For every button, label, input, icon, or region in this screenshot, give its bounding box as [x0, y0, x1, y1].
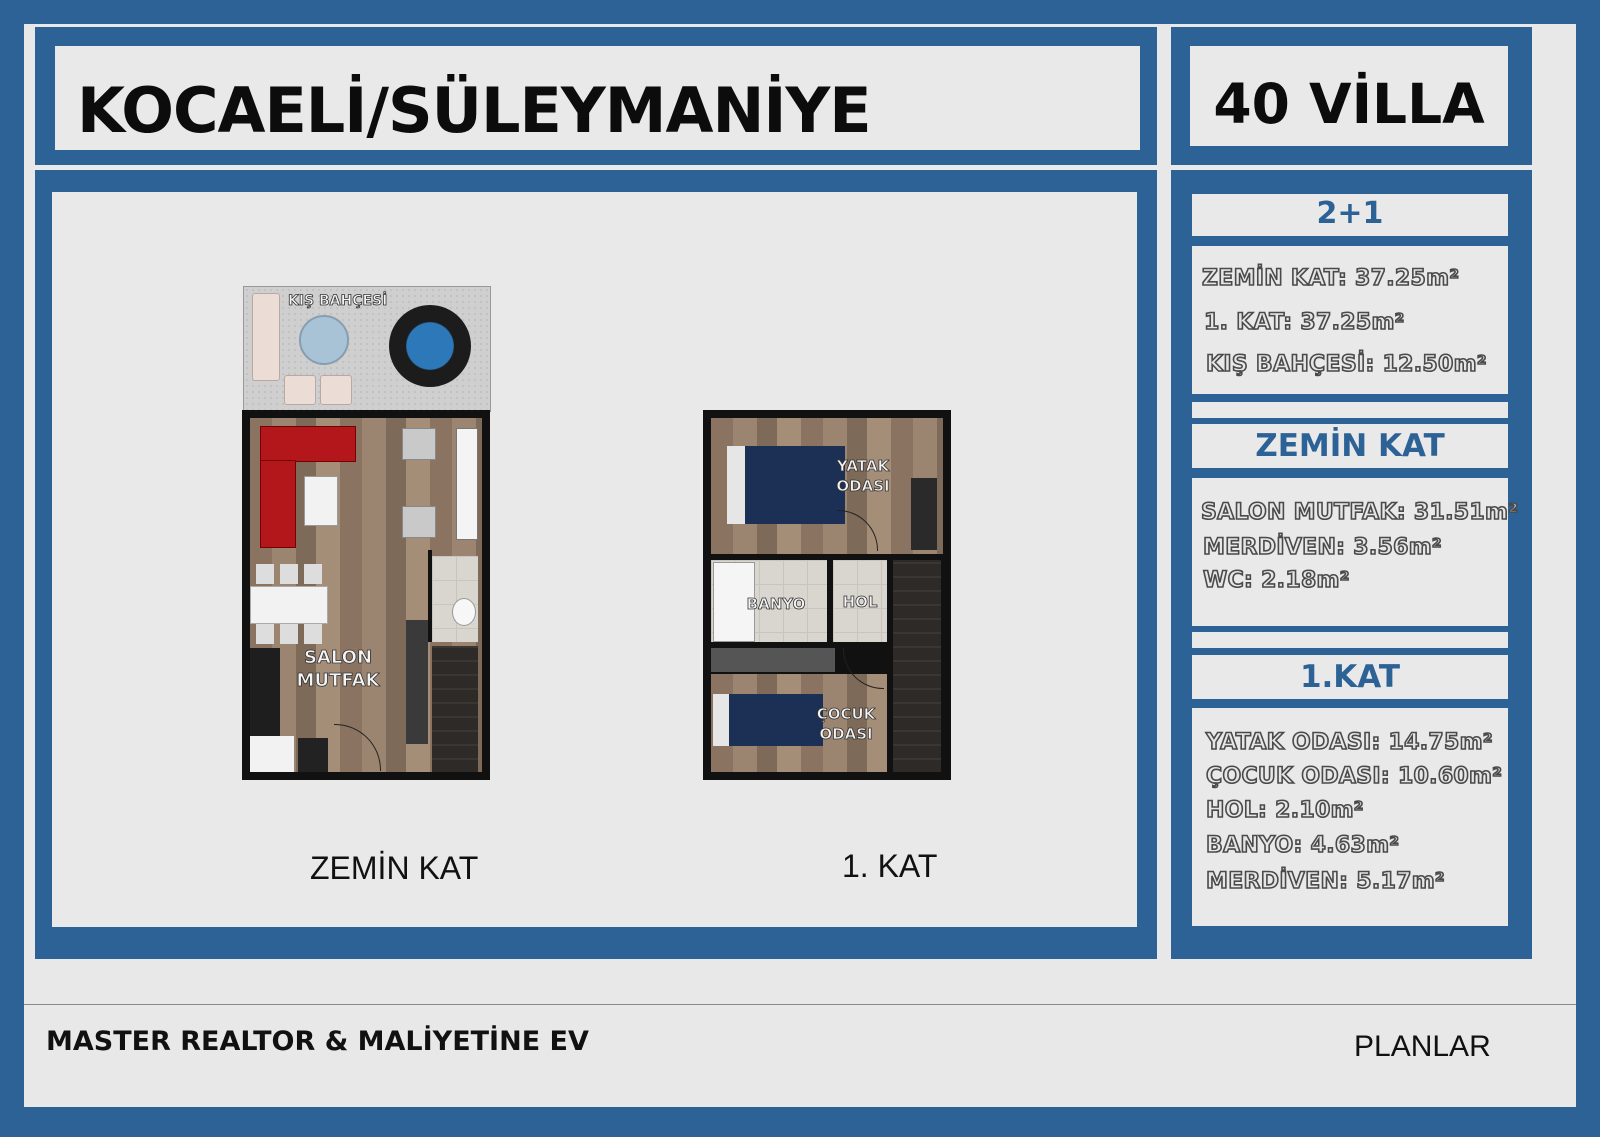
kids-room-label: ÇOCUK ODASI: [807, 704, 885, 744]
ground-item: WC: 2.18m²: [1202, 567, 1350, 594]
winter-garden: KIŞ BAHÇESİ: [243, 286, 491, 412]
sidebar-divider: [1171, 165, 1532, 170]
kids-room-label-line: ÇOCUK: [816, 705, 876, 724]
stairs-icon: [893, 560, 941, 772]
ground-floor-label: ZEMİN KAT: [310, 850, 479, 886]
salon-label-line: SALON: [303, 647, 373, 669]
sofa-icon: [252, 293, 280, 381]
ground-item: MERDİVEN: 3.56m²: [1202, 534, 1442, 561]
ground-box: SALON MUTFAK: 31.51m² MERDİVEN: 3.56m² W…: [1192, 478, 1519, 626]
first-heading: 1.KAT: [1192, 655, 1508, 699]
shower-icon: [713, 562, 755, 642]
total-first: 1. KAT: 37.25m²: [1203, 309, 1405, 336]
bedroom-label: YATAK ODASI: [825, 456, 901, 496]
partition-wall: [711, 648, 835, 672]
dining-table-icon: [389, 305, 471, 387]
first-item: BANYO: 4.63m²: [1205, 832, 1400, 859]
dining-table-icon: [250, 586, 328, 624]
first-item: HOL: 2.10m²: [1205, 797, 1364, 824]
location-title: KOCAELİ/SÜLEYMANİYE: [77, 74, 872, 147]
bed-icon: [727, 446, 845, 524]
bathroom-label: BANYO: [746, 595, 806, 614]
ground-item: SALON MUTFAK: 31.51m²: [1200, 499, 1519, 526]
partition-wall: [406, 620, 428, 744]
kids-room-label-line: ODASI: [819, 725, 873, 744]
hall-label: HOL: [842, 593, 878, 612]
badge-panel: 40 VİLLA: [1190, 46, 1508, 146]
winter-garden-label: KIŞ BAHÇESİ: [288, 293, 388, 310]
wc-room: [432, 556, 478, 642]
salon-label: SALON MUTFAK: [288, 646, 388, 692]
kitchen-label-line: MUTFAK: [296, 670, 380, 692]
wc-wall: [428, 550, 432, 642]
ground-floor-plan: KIŞ BAHÇESİ: [242, 286, 491, 780]
ground-floor-walls: SALON MUTFAK: [242, 410, 490, 780]
ground-heading: ZEMİN KAT: [1192, 424, 1508, 468]
bedroom-label-line: ODASI: [836, 477, 890, 496]
kitchen-counter-icon: [250, 736, 294, 772]
spacer-bar: [1192, 402, 1508, 418]
totals-box: ZEMİN KAT: 37.25m² 1. KAT: 37.25m² KIŞ B…: [1192, 246, 1508, 394]
plans-panel: KIŞ BAHÇESİ: [52, 192, 1137, 927]
header-panel: KOCAELİ/SÜLEYMANİYE: [55, 46, 1140, 150]
first-item: MERDİVEN: 5.17m²: [1205, 868, 1445, 895]
total-winter-garden: KIŞ BAHÇESİ: 12.50m²: [1205, 351, 1487, 378]
armchair-icon: [284, 375, 316, 405]
dining-chairs-icon: [256, 564, 322, 584]
project-badge: 40 VİLLA: [1213, 72, 1485, 136]
armchair-icon: [320, 375, 352, 405]
stairs-icon: [432, 646, 478, 772]
toilet-icon: [452, 598, 476, 626]
first-floor-plan: YATAK ODASI BANYO HOL ÇOCUK ODASI: [703, 410, 951, 780]
bed-icon: [713, 694, 823, 746]
wardrobe-icon: [911, 478, 937, 550]
armchair-icon: [402, 506, 436, 538]
hall-area: [833, 560, 887, 642]
first-item: ÇOCUK ODASI: 10.60m²: [1205, 763, 1503, 790]
type-heading: 2+1: [1192, 194, 1508, 236]
coffee-table-icon: [299, 315, 349, 365]
total-ground: ZEMİN KAT: 37.25m²: [1201, 265, 1460, 292]
header-divider: [35, 165, 1157, 170]
bedroom-label-line: YATAK: [836, 457, 890, 476]
footer-section: PLANLAR: [1354, 1030, 1491, 1063]
first-item: YATAK ODASI: 14.75m²: [1205, 729, 1493, 756]
first-box: YATAK ODASI: 14.75m² ÇOCUK ODASI: 10.60m…: [1192, 708, 1508, 926]
armchair-icon: [402, 428, 436, 460]
first-floor-label: 1. KAT: [842, 848, 938, 884]
tv-unit-icon: [456, 428, 478, 540]
footer-company: MASTER REALTOR & MALİYETİNE EV: [46, 1026, 589, 1057]
coffee-table-icon: [304, 476, 338, 526]
spacer-bar: [1192, 632, 1508, 648]
dining-chairs-icon: [256, 624, 322, 644]
footer-rule: [24, 1004, 1576, 1005]
red-sofa-icon: [260, 426, 356, 462]
fridge-icon: [298, 738, 328, 772]
red-sofa-icon: [260, 460, 296, 548]
